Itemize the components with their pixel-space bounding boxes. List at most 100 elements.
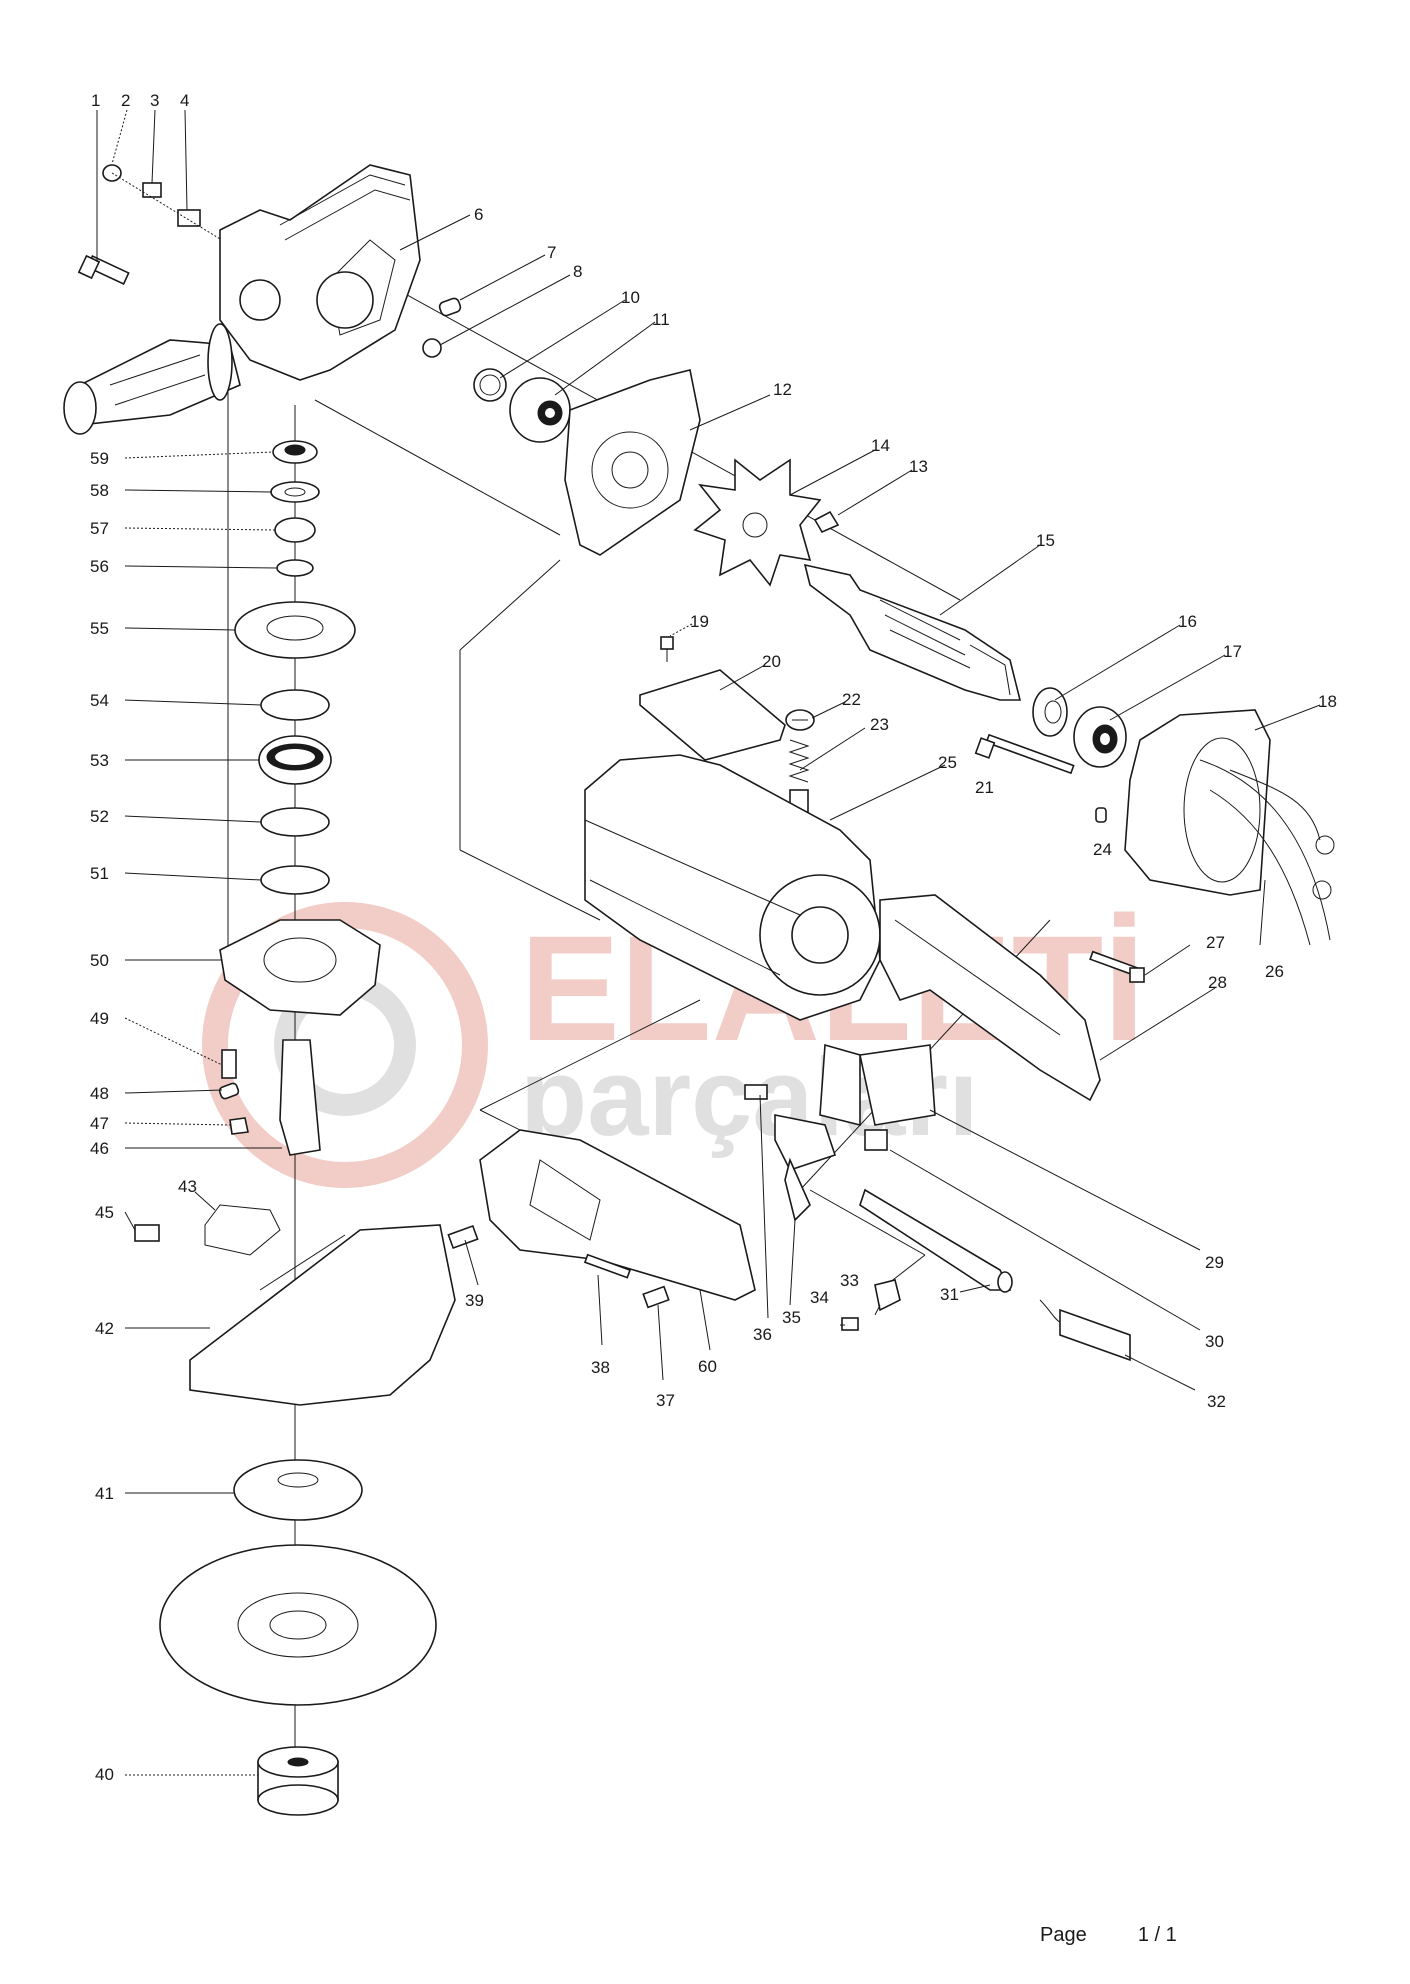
nameplate-20 [639,669,786,761]
part-label: 43 [178,1177,197,1196]
part-label: 2 [121,91,130,110]
part-label: 13 [909,457,928,476]
part-label: 21 [975,778,994,797]
part-label: 54 [90,691,109,710]
lock-nut-40 [257,1746,339,1816]
part-label: 28 [1208,973,1227,992]
part-label: 23 [870,715,889,734]
screws-36-37-38-39 [447,1084,768,1309]
part-label: 45 [95,1203,114,1222]
part-label: 41 [95,1484,114,1503]
page-label: Page [1040,1924,1087,1946]
part-label: 33 [840,1271,859,1290]
carbon-brush-23 [788,739,810,813]
part-label: 12 [773,380,792,399]
part-label: 34 [810,1288,829,1307]
side-handle [63,323,241,435]
part-label: 27 [1206,933,1225,952]
key-13 [813,510,840,534]
bearing-box-12 [564,369,701,556]
part-label: 8 [573,262,582,281]
switch-parts-30 [774,1114,888,1222]
part-label: 48 [90,1084,109,1103]
part-label: 3 [150,91,159,110]
part-label: 17 [1223,642,1242,661]
part-label: 15 [1036,531,1055,550]
screw-19 [660,636,674,662]
page-indicator: Page 1 / 1 [1040,1924,1177,1947]
rear-cover-60 [479,1129,756,1301]
cord-guard-31 [859,1188,1013,1293]
part-label: 55 [90,619,109,638]
part-label: 7 [547,243,556,262]
part-label: 58 [90,481,109,500]
part-label: 32 [1207,1392,1226,1411]
part-label: 22 [842,690,861,709]
watermark-gear-icon [202,902,488,1188]
part-label: 49 [90,1009,109,1028]
spindle-46-49 [218,1039,321,1156]
part-label: 6 [474,205,483,224]
part-label: 18 [1318,692,1337,711]
part-label: 30 [1205,1332,1224,1351]
part-label: 20 [762,652,781,671]
part-label: 31 [940,1285,959,1304]
leader-lines [96,109,1321,1776]
part-label: 46 [90,1139,109,1158]
part-label: 59 [90,449,109,468]
brush-holder-cap-22 [785,709,815,731]
pinion-10 [473,368,507,402]
part-label: 16 [1178,612,1197,631]
part-label: 24 [1093,840,1112,859]
cord-32 [1039,1299,1131,1362]
part-label: 29 [1205,1253,1224,1272]
part-label: 53 [90,751,109,770]
part-label: 56 [90,557,109,576]
part-label: 14 [871,436,890,455]
gear-housing-6 [219,164,421,381]
part-label: 35 [782,1308,801,1327]
part-label: 57 [90,519,109,538]
part-label: 10 [621,288,640,307]
part-label: 37 [656,1391,675,1410]
screw-27 [1089,950,1145,983]
pin-7 [438,297,462,317]
screw-1 [77,254,130,285]
switch-29 [819,1043,936,1127]
fan-14 [693,458,822,587]
part-label: 4 [180,91,189,110]
motor-housing-25 [584,754,881,1021]
bearing-box-50 [219,919,381,1016]
screw-21 [974,733,1075,775]
part-label: 50 [90,951,109,970]
part-label: 25 [938,753,957,772]
ring-8 [422,338,442,358]
bearing-11 [509,377,571,443]
grinding-wheel [159,1544,437,1706]
part-number-labels: 1 2 3 4 6 7 8 10 11 12 13 14 15 16 17 18… [90,91,1337,1784]
part-label: 47 [90,1114,109,1133]
part-label: 39 [465,1291,484,1310]
part-label: 42 [95,1319,114,1338]
gear-stack-59-51 [234,440,356,895]
part-label: 11 [652,310,670,329]
armature-15 [803,563,1022,701]
inner-flange-41 [233,1459,363,1521]
part-label: 60 [698,1357,717,1376]
part-label: 38 [591,1358,610,1377]
washer-16 [1032,687,1068,737]
part-label: 52 [90,807,109,826]
part-label: 19 [690,612,709,631]
pin-24 [1095,807,1107,823]
small-parts-2-3-4 [102,164,231,246]
part-label: 36 [753,1325,772,1344]
page-number: 1 / 1 [1137,1924,1177,1946]
part-label: 1 [91,91,100,110]
part-label: 51 [90,864,109,883]
wheel-guard-42-43-45 [134,1204,456,1406]
field-18 [1124,709,1335,946]
bearing-17 [1073,706,1127,768]
part-label: 40 [95,1765,114,1784]
part-label: 26 [1265,962,1284,981]
